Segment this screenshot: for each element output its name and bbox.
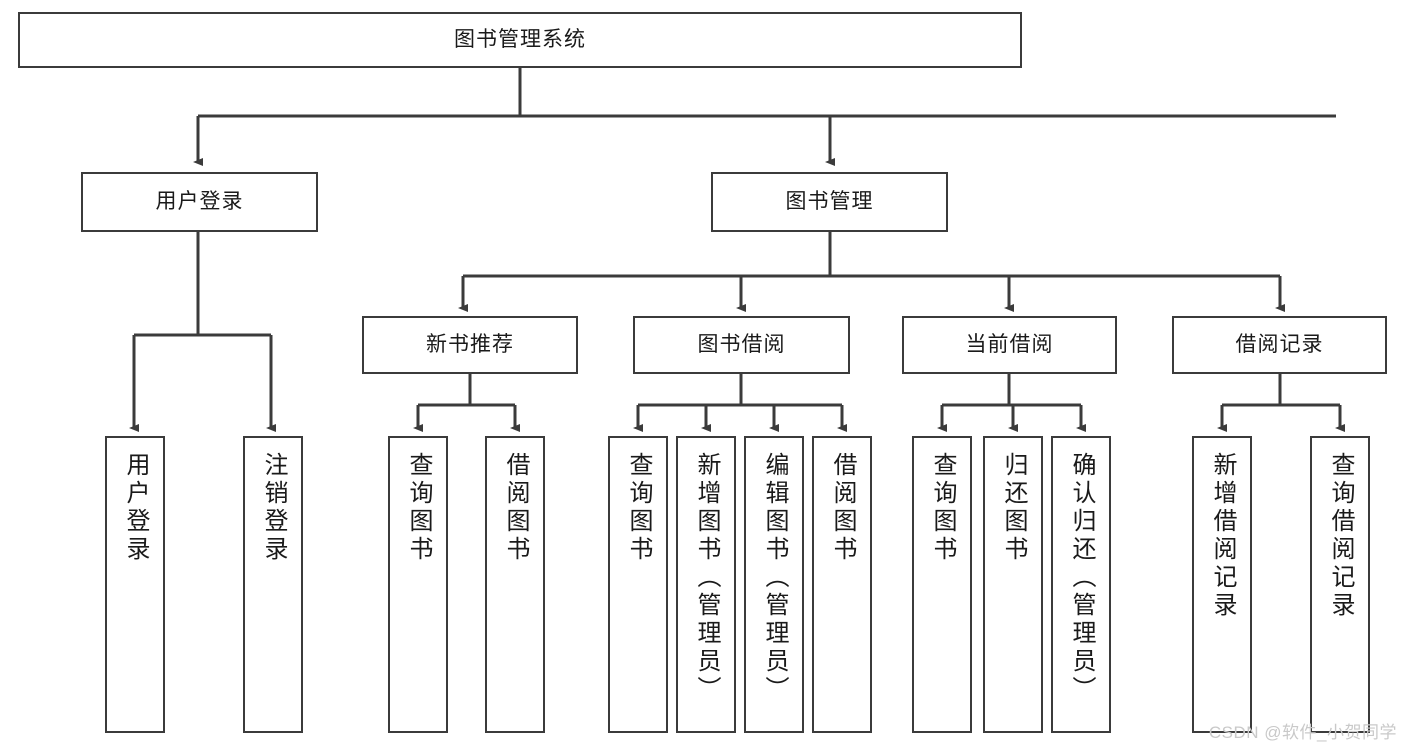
node-root[interactable]: 图书管理系统 <box>18 12 1022 68</box>
leaf-query-borrow-record[interactable]: 查询借阅记录 <box>1310 436 1370 733</box>
node-borrow-records[interactable]: 借阅记录 <box>1172 316 1387 374</box>
leaf-logout-label: 注销登录 <box>260 452 287 564</box>
leaf-borrow-books-rec-label: 借阅图书 <box>502 452 529 564</box>
node-borrow-records-label: 借阅记录 <box>1235 332 1324 356</box>
watermark: CSDN @软件_小贺同学 <box>1208 723 1397 742</box>
leaf-add-borrow-record[interactable]: 新增借阅记录 <box>1192 436 1252 733</box>
node-new-book-recommendation-label: 新书推荐 <box>426 332 514 356</box>
node-user-login-label: 用户登录 <box>155 189 244 213</box>
leaf-query-books-current-label: 查询图书 <box>929 452 956 564</box>
leaf-user-login[interactable]: 用户登录 <box>105 436 165 733</box>
leaf-query-books-rec-label: 查询图书 <box>405 452 432 564</box>
node-new-book-recommendation[interactable]: 新书推荐 <box>362 316 578 374</box>
leaf-return-book[interactable]: 归还图书 <box>983 436 1043 733</box>
leaf-confirm-return-admin[interactable]: 确认归还（管理员） <box>1051 436 1111 733</box>
leaf-query-books-borrow[interactable]: 查询图书 <box>608 436 668 733</box>
node-current-borrowing[interactable]: 当前借阅 <box>902 316 1117 374</box>
leaf-query-books-rec[interactable]: 查询图书 <box>388 436 448 733</box>
node-book-management-label: 图书管理 <box>785 189 874 213</box>
node-user-login[interactable]: 用户登录 <box>81 172 318 232</box>
leaf-borrow-books-rec[interactable]: 借阅图书 <box>485 436 545 733</box>
node-book-management[interactable]: 图书管理 <box>711 172 948 232</box>
leaf-logout[interactable]: 注销登录 <box>243 436 303 733</box>
leaf-add-book-admin[interactable]: 新增图书（管理员） <box>676 436 736 733</box>
node-book-borrowing-label: 图书借阅 <box>697 332 786 356</box>
leaf-query-borrow-record-label: 查询借阅记录 <box>1327 452 1354 620</box>
node-root-label: 图书管理系统 <box>454 27 586 51</box>
leaf-borrow-book-label: 借阅图书 <box>829 452 856 564</box>
leaf-add-borrow-record-label: 新增借阅记录 <box>1209 452 1236 620</box>
node-book-borrowing[interactable]: 图书借阅 <box>633 316 850 374</box>
leaf-query-books-borrow-label: 查询图书 <box>625 452 652 564</box>
leaf-user-login-label: 用户登录 <box>122 452 149 564</box>
node-current-borrowing-label: 当前借阅 <box>965 332 1054 356</box>
leaf-query-books-current[interactable]: 查询图书 <box>912 436 972 733</box>
leaf-add-book-admin-label: 新增图书（管理员） <box>693 452 720 704</box>
leaf-borrow-book[interactable]: 借阅图书 <box>812 436 872 733</box>
leaf-edit-book-admin-label: 编辑图书（管理员） <box>761 452 788 704</box>
leaf-confirm-return-admin-label: 确认归还（管理员） <box>1068 452 1095 704</box>
leaf-edit-book-admin[interactable]: 编辑图书（管理员） <box>744 436 804 733</box>
leaf-return-book-label: 归还图书 <box>1000 452 1027 564</box>
